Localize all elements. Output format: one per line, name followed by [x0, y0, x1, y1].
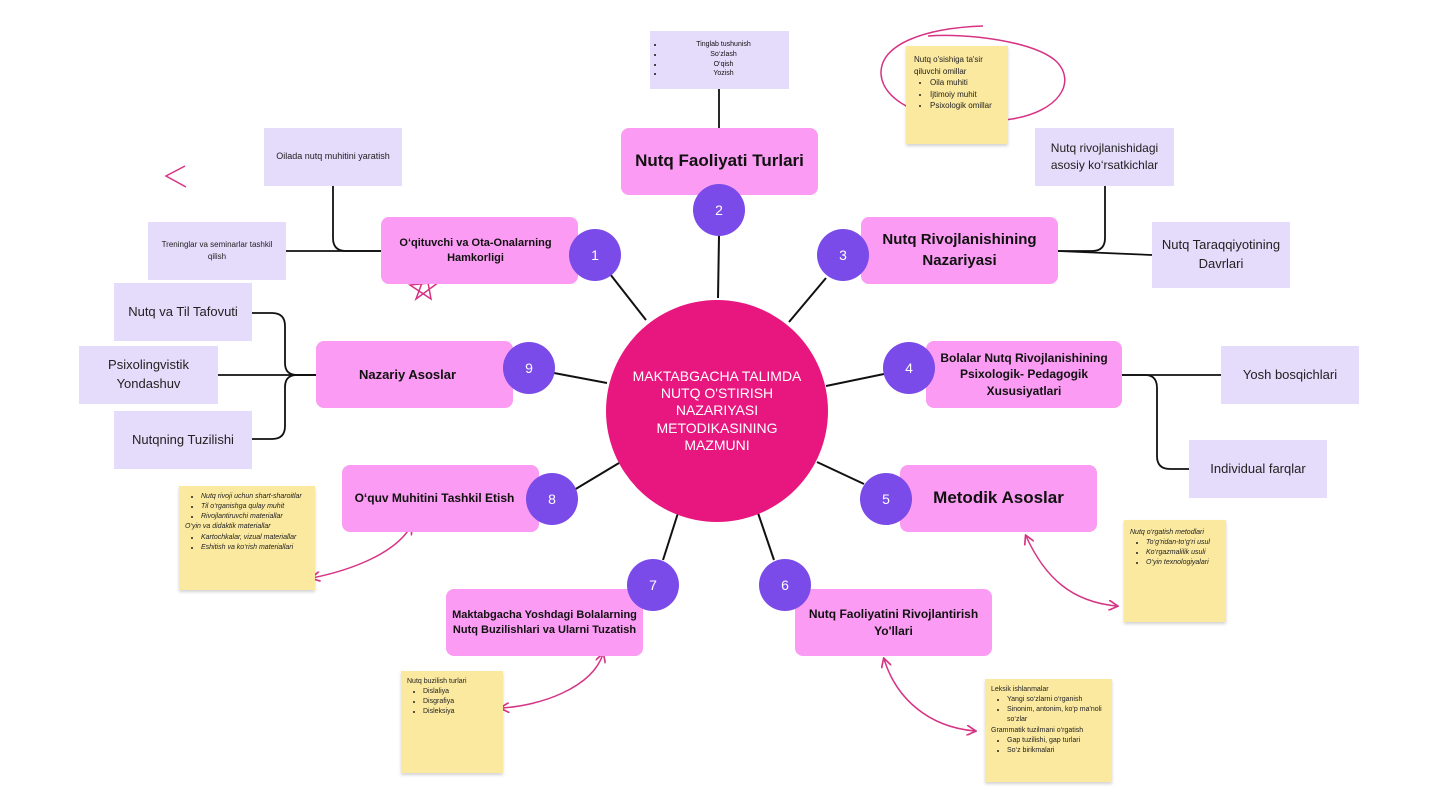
- branch-6-label: Nutq Faoliyatini Rivojlantirish Yo'llari: [808, 607, 979, 638]
- subtopic-korsatkichlar: Nutq rivojlanishidagi asosiy ko‘rsatkich…: [1035, 128, 1174, 186]
- note-item: To‘g‘ridan-to‘g‘ri usul: [1146, 538, 1220, 548]
- subtopic-yosh: Yosh bosqichlari: [1221, 346, 1359, 404]
- spoke-6: [757, 512, 775, 561]
- subtopic-oilada: Oilada nutq muhitini yaratish: [264, 128, 402, 186]
- faoliyat-list-box: Tinglab tushunish So‘zlash O‘qish Yozish: [650, 31, 789, 89]
- branch-1-box: O‘qituvchi va Ota-Onalarning Hamkorligi: [381, 217, 578, 284]
- note-item: Kartochkalar, vizual materiallar: [201, 533, 309, 543]
- note-item: Dislaliya: [423, 687, 497, 697]
- note-item: Nutq rivoji uchun shart-sharoitlar: [201, 492, 309, 502]
- branch-8-box: O‘quv Muhitini Tashkil Etish: [342, 465, 539, 532]
- subtopic-treninglar: Treninglar va seminarlar tashkil qilish: [148, 222, 286, 280]
- branch-3-label: Nutq Rivojlanishining Nazariyasi: [882, 231, 1037, 269]
- spoke-1: [609, 273, 647, 321]
- note-item: Gap tuzilishi, gap turlari: [1007, 736, 1106, 746]
- spoke-9: [553, 372, 608, 384]
- branch-5-label: Metodik Asoslar: [933, 488, 1064, 508]
- branch-8-number: 8: [526, 473, 578, 525]
- note-item: Til o‘rganishga qulay muhit: [201, 502, 309, 512]
- note-item: Disgrafiya: [423, 697, 497, 707]
- branch-5-box: Metodik Asoslar: [900, 465, 1097, 532]
- faoliyat-item: Tinglab tushunish: [664, 40, 783, 50]
- branch-9-box: Nazariy Asoslar: [316, 341, 513, 408]
- subtopic-tuzilishi: Nutqning Tuzilishi: [114, 411, 252, 469]
- branch-1-number: 1: [569, 229, 621, 281]
- branch-7-number: 7: [627, 559, 679, 611]
- spoke-4: [825, 373, 885, 387]
- branch-2-label: Nutq Faoliyati Turlari: [635, 151, 804, 171]
- branch-6-number: 6: [759, 559, 811, 611]
- branch-5-number: 5: [860, 473, 912, 525]
- note-item: Sinonim, antonim, ko‘p ma'noli so‘zlar: [1007, 705, 1106, 725]
- sticky-note-leksik: Leksik ishlanmalar Yangi so‘zlarni o‘rga…: [985, 679, 1112, 782]
- spoke-7: [662, 512, 679, 561]
- note-item: Yangi so‘zlarni o‘rganish: [1007, 695, 1106, 705]
- sticky-note-muhit: Nutq rivoji uchun shart-sharoitlar Til o…: [179, 486, 315, 590]
- sticky-note-buzilish: Nutq buzilish turlari Dislaliya Disgrafi…: [401, 671, 503, 773]
- branch-9-number: 9: [503, 342, 555, 394]
- spokes: [553, 235, 885, 561]
- spoke-2: [717, 235, 720, 299]
- branch-1-label: O‘qituvchi va Ota-Onalarning Hamkorligi: [399, 236, 552, 264]
- branch-9-label: Nazariy Asoslar: [358, 366, 457, 382]
- note-item: Eshitish va ko‘rish materiallari: [201, 543, 309, 553]
- note-item: Ijtimoiy muhit: [930, 89, 1000, 101]
- note-item: Oila muhiti: [930, 77, 1000, 89]
- note-item: Psixologik omillar: [930, 100, 1000, 112]
- branch-4-box: Bolalar Nutq Rivojlanishining Psixologik…: [926, 341, 1122, 408]
- spoke-5: [816, 461, 865, 485]
- note-item: Disleksiya: [423, 707, 497, 717]
- branch-8-label: O‘quv Muhitini Tashkil Etish: [354, 491, 515, 506]
- central-topic: MAKTABGACHA TALIMDA NUTQ O'STIRISH NAZAR…: [606, 300, 828, 522]
- note-item: O‘yin texnologiyalari: [1146, 558, 1220, 568]
- faoliyat-item: O‘qish: [664, 60, 783, 70]
- branch-4-label: Bolalar Nutq Rivojlanishining Psixologik…: [940, 351, 1108, 398]
- circle-annotation: [880, 25, 1066, 123]
- branch-6-box: Nutq Faoliyatini Rivojlantirish Yo'llari: [795, 589, 992, 656]
- spoke-3: [788, 277, 827, 323]
- branch-2-number: 2: [693, 184, 745, 236]
- note-item: Rivojlantiruvchi materiallar: [201, 512, 309, 522]
- chevron-mark: [164, 165, 187, 188]
- sub-connectors: [218, 88, 1221, 470]
- branch-7-box: Maktabgacha Yoshdagi Bolalarning Nutq Bu…: [446, 589, 643, 656]
- spoke-8: [573, 462, 620, 491]
- branch-3-box: Nutq Rivojlanishining Nazariyasi: [861, 217, 1058, 284]
- subtopic-individual: Individual farqlar: [1189, 440, 1327, 498]
- sticky-note-metodlar: Nutq o‘rgatish metodlari To‘g‘ridan-to‘g…: [1124, 520, 1226, 622]
- sticky-note-omillar: Nutq o'sishiga ta'sir qiluvchi omillar O…: [906, 46, 1008, 144]
- subtopic-nutq-til: Nutq va Til Tafovuti: [114, 283, 252, 341]
- faoliyat-item: Yozish: [664, 69, 783, 79]
- branch-2-box: Nutq Faoliyati Turlari: [621, 128, 818, 195]
- subtopic-davrlari: Nutq Taraqqiyotining Davrlari: [1152, 222, 1290, 288]
- branch-7-label: Maktabgacha Yoshdagi Bolalarning Nutq Bu…: [452, 608, 637, 636]
- annotation-arrows: [312, 526, 1117, 731]
- subtopic-psixolingvistik: Psixolingvistik Yondashuv: [79, 346, 218, 404]
- faoliyat-item: So‘zlash: [664, 50, 783, 60]
- branch-3-number: 3: [817, 229, 869, 281]
- note-item: Ko‘rgazmalilik usuli: [1146, 548, 1220, 558]
- note-item: So‘z birikmalari: [1007, 746, 1106, 756]
- branch-4-number: 4: [883, 342, 935, 394]
